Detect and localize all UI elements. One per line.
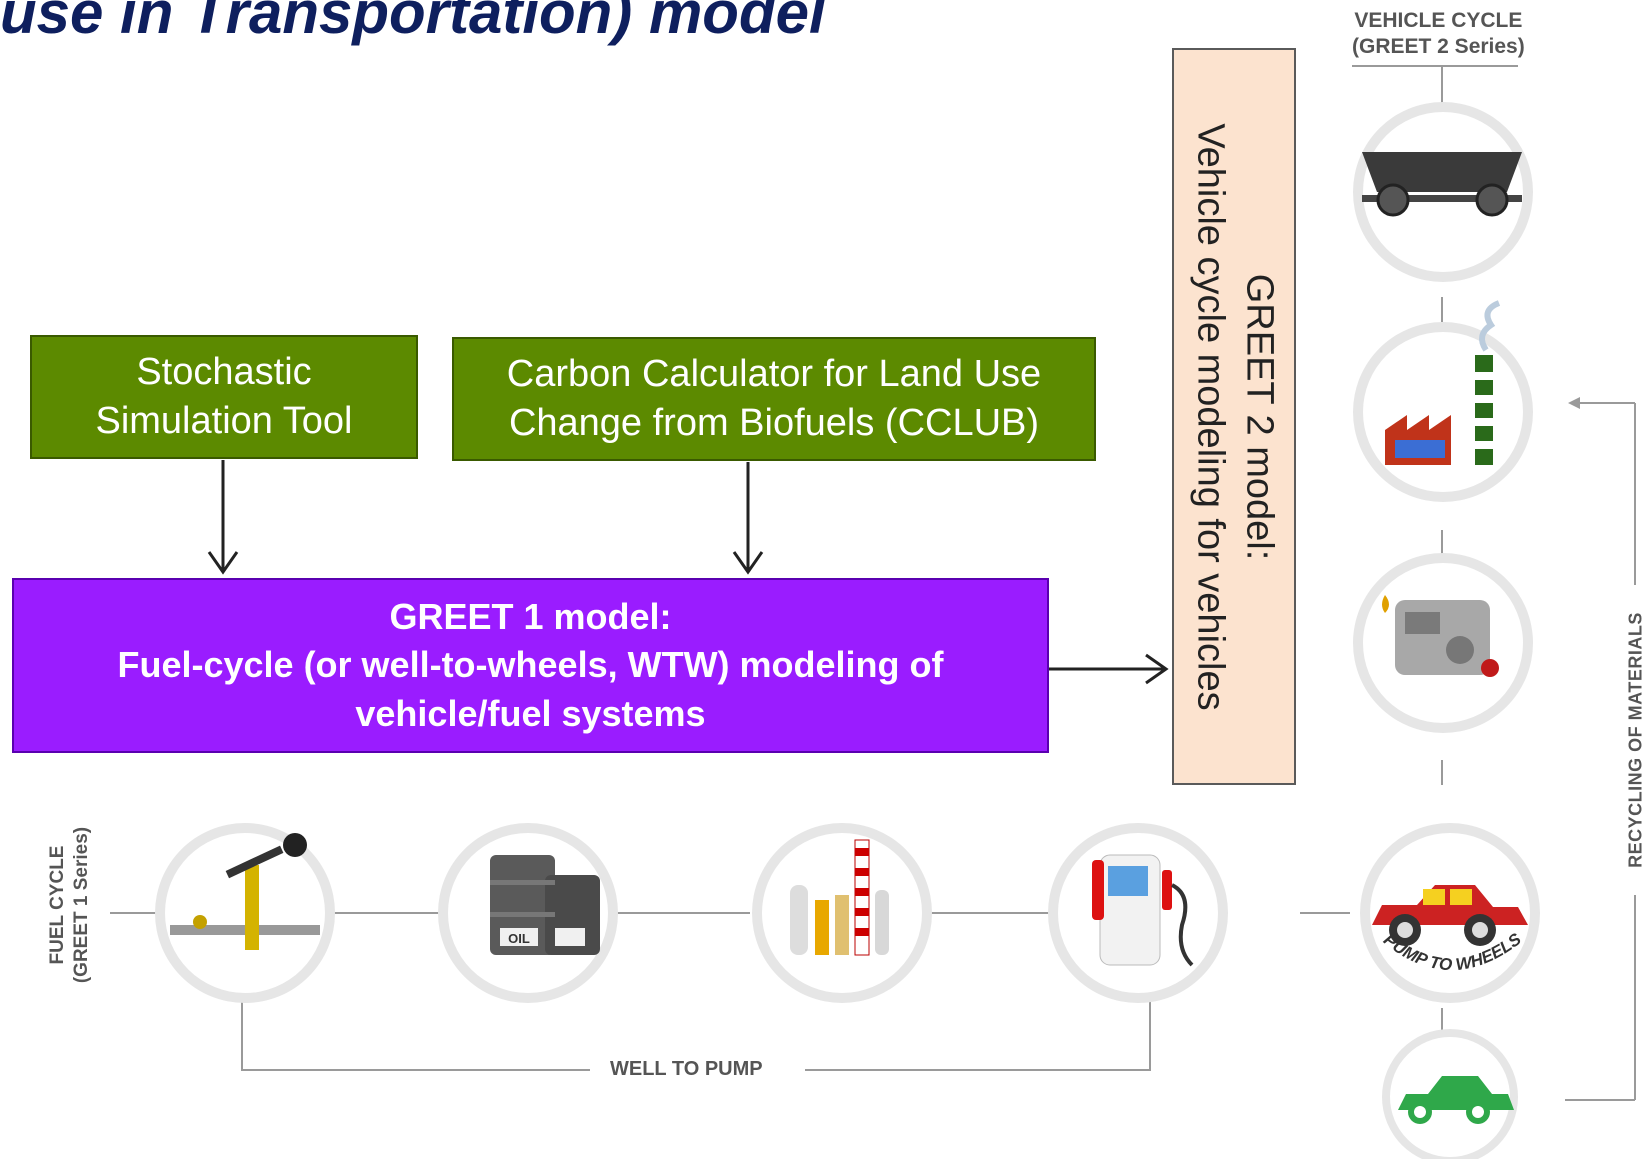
engine-icon xyxy=(1353,553,1533,733)
stochastic-text: Stochastic Simulation Tool xyxy=(95,348,352,445)
greet2-line-1: GREET 2 model: xyxy=(1238,273,1281,560)
fuel-cycle-label: FUEL CYCLE (GREET 1 Series) xyxy=(46,825,94,985)
refinery-icon xyxy=(752,823,932,1003)
page-title: use in Transportation) model xyxy=(0,0,826,46)
greet1-line-1: GREET 1 model: xyxy=(389,595,672,637)
vehicle-chassis-icon xyxy=(1353,102,1533,282)
greet1-text: GREET 1 model: Fuel-cycle (or well-to-wh… xyxy=(117,593,943,739)
oil-label: OIL xyxy=(508,931,530,946)
cclub-line-2: Change from Biofuels (CCLUB) xyxy=(508,402,1040,444)
well-to-pump-bracket-left xyxy=(241,990,590,1071)
arrowhead-cclub xyxy=(732,551,764,575)
recycle-arrowhead xyxy=(1568,397,1580,409)
stochastic-line-1: Stochastic xyxy=(136,351,312,394)
factory-icon xyxy=(1353,300,1533,502)
cclub-text: Carbon Calculator for Land Use Change fr… xyxy=(507,350,1041,447)
vehicle-cycle-label: VEHICLE CYCLE (GREET 2 Series) xyxy=(1352,8,1525,60)
pumpjack-icon xyxy=(155,823,335,1003)
cclub-box: Carbon Calculator for Land Use Change fr… xyxy=(452,337,1096,461)
vehicle-cycle-line-2: (GREET 2 Series) xyxy=(1352,35,1525,58)
recycling-label: RECYCLING OF MATERIALS xyxy=(1625,606,1645,874)
vehicle-cycle-line-1: VEHICLE CYCLE xyxy=(1354,9,1523,32)
cclub-line-1: Carbon Calculator for Land Use xyxy=(506,353,1042,396)
cycle-lines xyxy=(110,65,1636,1101)
well-to-pump-bracket-right xyxy=(805,990,1151,1071)
flow-arrows xyxy=(207,460,1169,685)
fuel-cycle-line-1: FUEL CYCLE xyxy=(47,845,68,965)
stochastic-simulation-box: Stochastic Simulation Tool xyxy=(30,335,418,459)
greet1-line-3: vehicle/fuel systems xyxy=(355,692,706,734)
recycle-car-icon xyxy=(1382,1029,1518,1159)
greet2-box: GREET 2 model: Vehicle cycle modeling fo… xyxy=(1172,48,1296,785)
greet1-box: GREET 1 model: Fuel-cycle (or well-to-wh… xyxy=(12,578,1049,753)
well-to-pump-label: WELL TO PUMP xyxy=(610,1058,763,1080)
arrowhead-stochastic xyxy=(207,551,239,575)
greet2-line-2: Vehicle cycle modeling for vehicles xyxy=(1189,122,1231,711)
icon-circles: OIL xyxy=(155,102,1540,1159)
car-icon xyxy=(1360,823,1540,1003)
greet1-line-2: Fuel-cycle (or well-to-wheels, WTW) mode… xyxy=(117,644,944,686)
arrowhead-greet2 xyxy=(1145,653,1169,685)
fuel-pump-icon xyxy=(1048,823,1228,1003)
stochastic-line-2: Simulation Tool xyxy=(95,400,353,442)
fuel-cycle-line-2: (GREET 1 Series) xyxy=(71,826,92,984)
oil-barrels-icon: OIL xyxy=(438,823,618,1003)
greet2-text: GREET 2 model: Vehicle cycle modeling fo… xyxy=(1185,123,1284,710)
